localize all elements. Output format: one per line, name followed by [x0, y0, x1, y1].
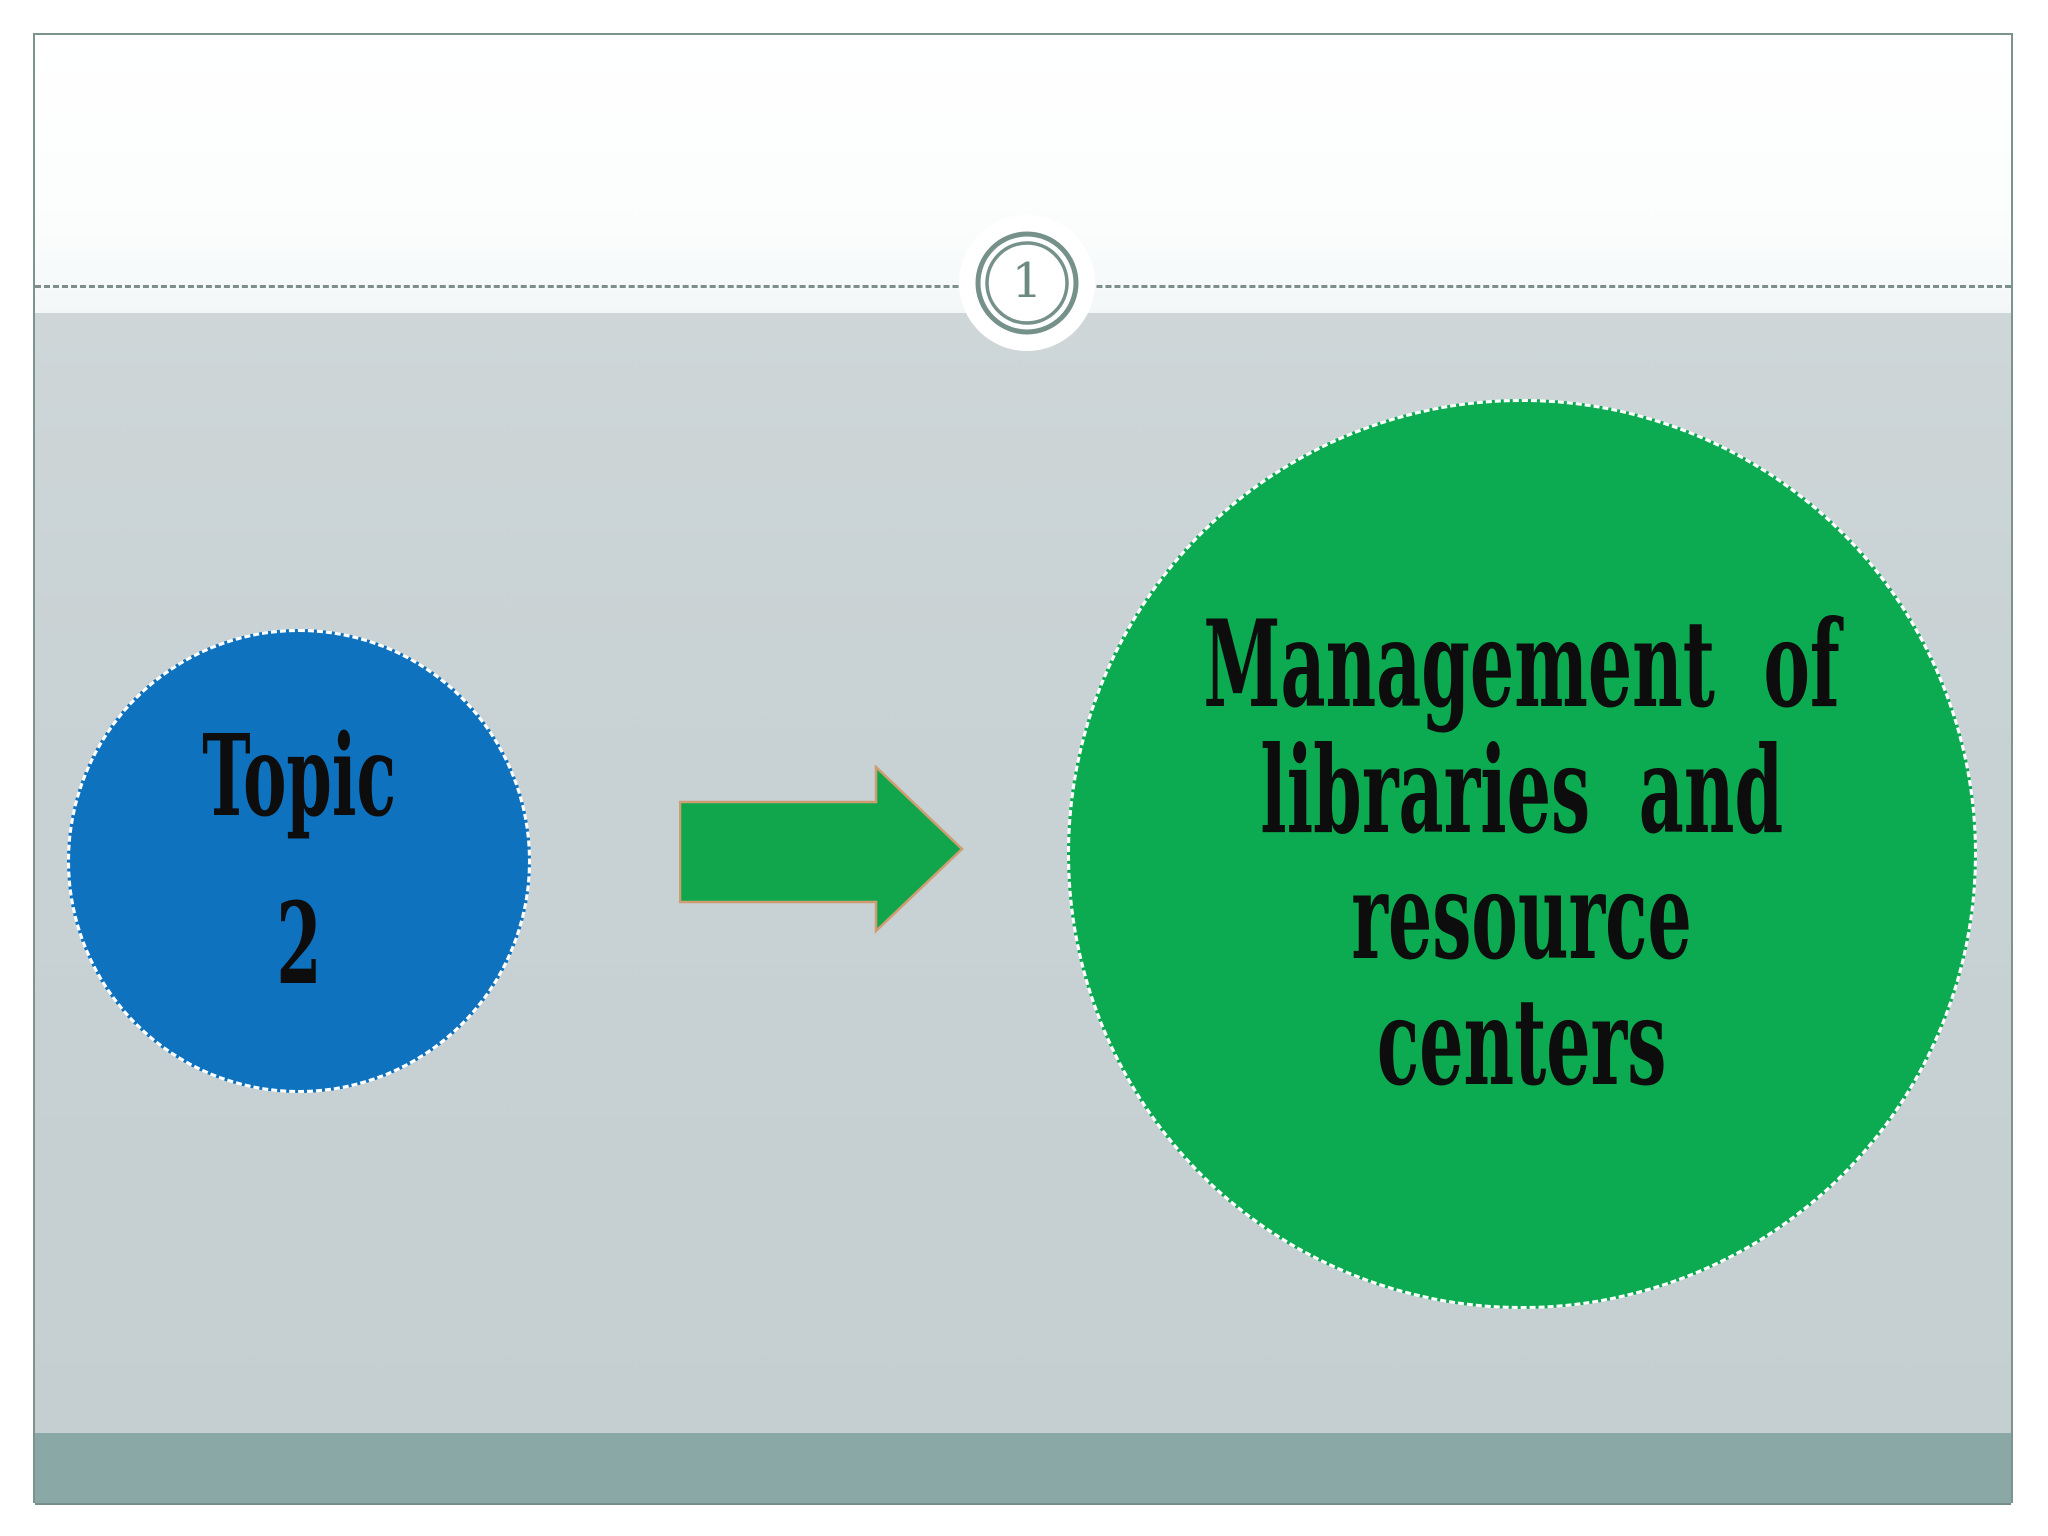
- slide: 1 Topic 2 Management of libraries and re…: [33, 33, 2013, 1505]
- topic-circle: Topic 2: [67, 629, 531, 1093]
- page-number-badge: 1: [959, 215, 1095, 351]
- arrow-right-icon: [678, 764, 967, 941]
- page-number: 1: [1011, 253, 1043, 309]
- footer-band: [35, 1433, 2011, 1505]
- page-number-rings-icon: [959, 215, 1095, 351]
- topic-circle-number: 2: [276, 879, 322, 1010]
- title-circle: Management of libraries and resource cen…: [1067, 399, 1977, 1309]
- topic-circle-label: Topic: [202, 711, 396, 842]
- title-line-1: Management of: [1203, 594, 1841, 735]
- title-line-2: libraries and: [1260, 720, 1784, 861]
- title-line-4: centers: [1377, 972, 1667, 1113]
- title-line-3: resource: [1351, 846, 1693, 987]
